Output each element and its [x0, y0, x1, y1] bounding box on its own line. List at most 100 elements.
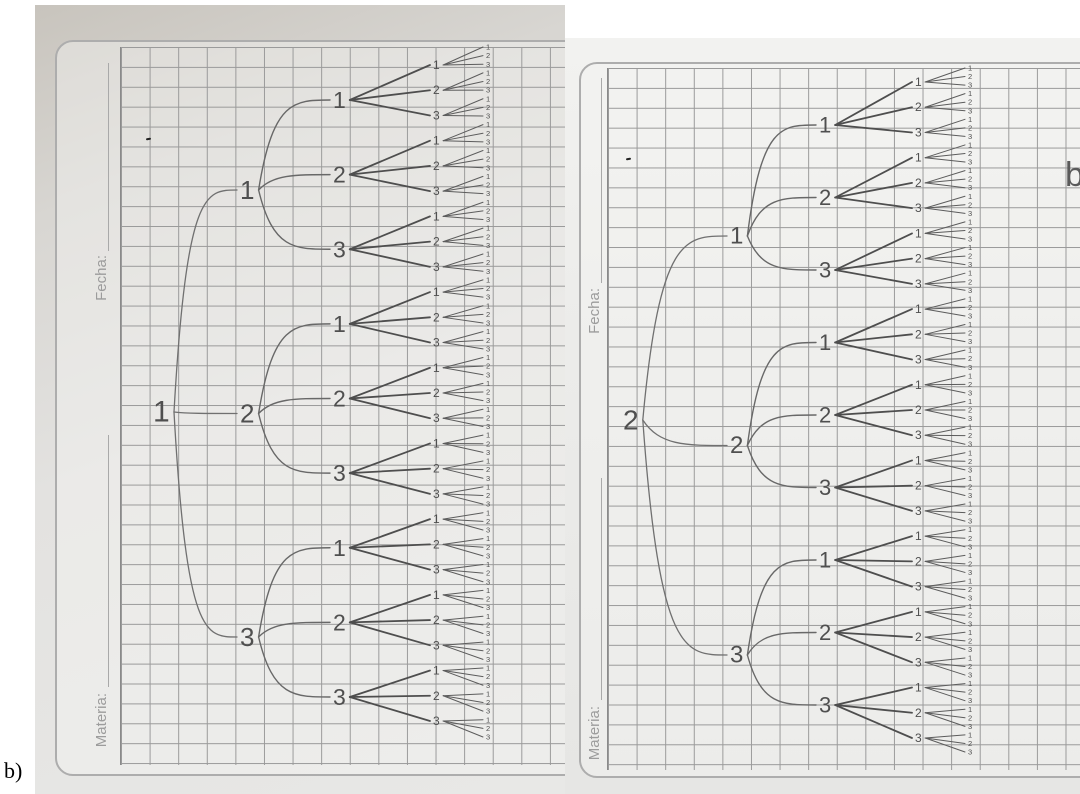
- tree-branch-level-3-to-4: [348, 669, 431, 698]
- tree-branch-level-4-to-5: [924, 452, 966, 461]
- tree-branch-level-3-to-4: [348, 215, 431, 251]
- tree-node-level-5: 2: [486, 672, 490, 681]
- tree-branch-level-4-to-5: [924, 106, 966, 112]
- tree-branch-level-3-to-4: [348, 696, 431, 722]
- tree-branch-level-4-to-5: [924, 76, 966, 83]
- tree-branch-level-4-to-5: [442, 518, 484, 522]
- tree-branch-level-2-to-3: [746, 444, 817, 489]
- tree-branch-level-4-to-5: [924, 712, 966, 719]
- tree-node-level-4: 1: [433, 664, 440, 678]
- tree-node-level-5: 1: [486, 508, 490, 517]
- tree-branch-level-4-to-5: [442, 253, 484, 268]
- tree-branch-level-3-to-4: [834, 484, 913, 489]
- tree-node-level-4: 1: [915, 226, 922, 240]
- tree-node-level-5: 2: [968, 611, 972, 620]
- tree-node-level-5: 2: [486, 129, 490, 138]
- tree-node-level-4: 3: [433, 563, 440, 577]
- tree-node-level-5: 1: [968, 474, 972, 483]
- tree-branch-level-3-to-4: [348, 248, 431, 268]
- tree-branch-level-4-to-5: [442, 670, 484, 678]
- tree-branch-level-2-to-3: [746, 414, 817, 447]
- tree-node-level-5: 1: [486, 68, 490, 77]
- tree-node-level-5: 1: [968, 64, 972, 73]
- tree-branch-level-4-to-5: [924, 554, 966, 562]
- tree-node-level-5: 2: [486, 77, 490, 86]
- tree-branch-level-3-to-4: [348, 366, 431, 400]
- tree-node-level-5: 1: [486, 457, 490, 466]
- tree-node-level-3: 3: [333, 684, 346, 710]
- tree-node-level-5: 3: [486, 112, 490, 121]
- tree-branch-level-2-to-3: [257, 412, 331, 474]
- tree-node-level-5: 3: [968, 722, 972, 731]
- tree-node-level-1: 2: [623, 405, 639, 436]
- tree-node-level-5: 2: [968, 636, 972, 645]
- tree-branch-level-4-to-5: [924, 683, 966, 689]
- tree-node-level-4: 2: [915, 100, 922, 114]
- tree-node-level-5: 2: [968, 508, 972, 517]
- tree-branch-level-4-to-5: [442, 305, 484, 318]
- tree-branch-level-4-to-5: [924, 535, 966, 548]
- tree-node-level-4: 3: [433, 336, 440, 350]
- tree-node-level-3: 2: [819, 185, 831, 210]
- tree-branch-level-4-to-5: [442, 279, 484, 293]
- tree-branch-level-4-to-5: [442, 201, 484, 217]
- tree-node-level-5: 1: [968, 89, 972, 98]
- tree-node-level-4: 1: [915, 605, 922, 619]
- tree-node-level-5: 3: [486, 707, 490, 716]
- tree-branch-level-1-to-2: [642, 235, 728, 421]
- tree-branch-level-4-to-5: [442, 486, 484, 495]
- tree-branch-level-3-to-4: [348, 139, 431, 176]
- tree-node-level-5: 3: [486, 526, 490, 535]
- tree-node-level-5: 3: [968, 414, 972, 423]
- tree-node-level-3: 2: [333, 386, 346, 412]
- tree-node-level-5: 2: [968, 559, 972, 568]
- tree-node-level-5: 2: [968, 277, 972, 286]
- tree-node-level-2: 3: [730, 642, 743, 669]
- tree-branch-level-4-to-5: [924, 283, 966, 291]
- tree-node-level-5: 3: [968, 619, 972, 628]
- tree-node-level-4: 2: [433, 159, 440, 173]
- tree-branch-level-4-to-5: [924, 67, 966, 83]
- tree-node-level-5: 3: [486, 422, 490, 431]
- tree-node-level-5: 3: [968, 209, 972, 218]
- tree-branch-level-4-to-5: [924, 580, 966, 588]
- tree-branch-level-2-to-3: [746, 341, 817, 447]
- tree-diagram: 2123123123123123123123123123123123123123…: [623, 64, 972, 757]
- tree-node-level-4: 3: [433, 487, 440, 501]
- tree-branch-level-4-to-5: [924, 434, 966, 445]
- tree-node-level-4: 2: [433, 386, 440, 400]
- tree-branch-level-3-to-4: [348, 472, 431, 495]
- tree-branch-level-4-to-5: [442, 720, 484, 729]
- tree-node-level-5: 2: [486, 439, 490, 448]
- tree-branch-level-4-to-5: [924, 687, 966, 702]
- tree-branch-level-3-to-4: [348, 322, 431, 344]
- tree-node-level-4: 1: [433, 588, 440, 602]
- tree-node-level-5: 3: [486, 655, 490, 664]
- tree-branch-level-4-to-5: [442, 619, 484, 626]
- tree-branch-level-2-to-3: [257, 636, 331, 698]
- tree-branch-level-4-to-5: [442, 392, 484, 402]
- tree-node-level-5: 1: [968, 243, 972, 252]
- tree-branch-level-3-to-4: [834, 81, 913, 126]
- tree-node-level-4: 2: [915, 252, 922, 266]
- tree-node-level-5: 1: [486, 431, 490, 440]
- tree-branch-level-4-to-5: [442, 619, 484, 634]
- tree-branch-level-4-to-5: [442, 670, 484, 686]
- tree-node-level-5: 3: [486, 474, 490, 483]
- tree-node-level-4: 3: [433, 108, 440, 122]
- tree-node-level-4: 1: [915, 75, 922, 89]
- tree-node-level-4: 1: [915, 302, 922, 316]
- tree-branch-level-4-to-5: [442, 313, 484, 318]
- materia-underline: [601, 478, 602, 700]
- tree-branch-level-4-to-5: [442, 543, 484, 548]
- tree-node-level-5: 2: [486, 698, 490, 707]
- tree-branch-level-4-to-5: [924, 101, 966, 108]
- tree-node-level-5: 2: [486, 620, 490, 629]
- tree-node-level-4: 1: [433, 134, 440, 148]
- tree-node-level-5: 2: [968, 303, 972, 312]
- tree-branch-level-3-to-4: [348, 518, 431, 549]
- tree-branch-level-3-to-4: [348, 316, 431, 325]
- tree-branch-level-3-to-4: [348, 291, 431, 325]
- tree-branch-level-4-to-5: [924, 400, 966, 411]
- tree-node-level-5: 1: [486, 250, 490, 259]
